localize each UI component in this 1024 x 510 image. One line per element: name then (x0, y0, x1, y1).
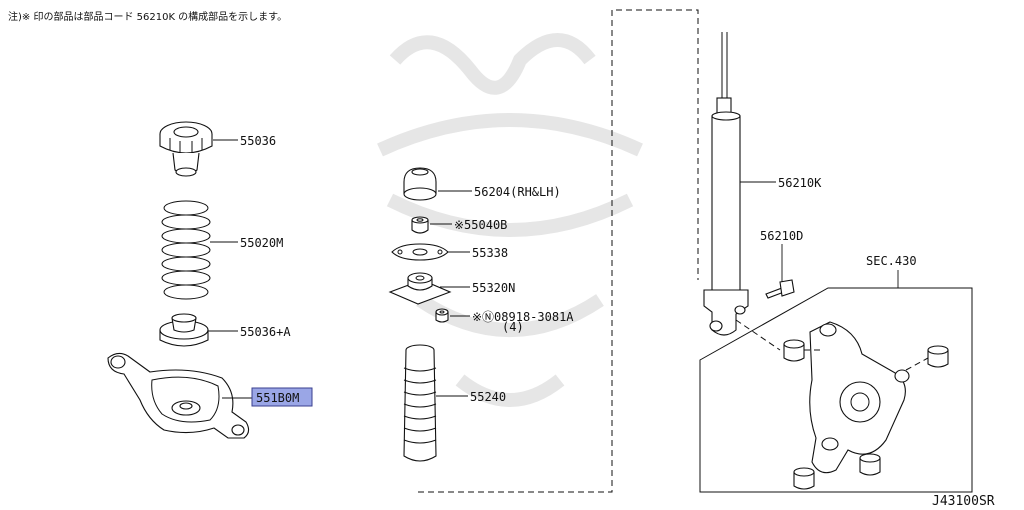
bolt-icon[interactable] (765, 279, 795, 299)
shock-absorber-icon[interactable] (703, 32, 749, 336)
bushing-icon[interactable] (783, 339, 805, 362)
bushing-icon[interactable] (793, 467, 815, 490)
bellows-boot-icon[interactable] (403, 344, 437, 462)
gasket-icon[interactable] (391, 243, 449, 261)
selected-part-highlight[interactable] (251, 387, 313, 407)
assembly-group-bracket (418, 9, 699, 493)
part-qty-08918: (4) (502, 320, 524, 334)
bushing-icon[interactable] (859, 453, 881, 476)
lower-arm-icon[interactable] (107, 352, 250, 439)
bushing-dash-line (905, 357, 929, 371)
part-label-56210d[interactable]: 56210D (760, 229, 803, 243)
part-label-08918[interactable]: ※Ⓝ08918-3081A (472, 310, 574, 324)
rear-knuckle-icon[interactable] (809, 321, 910, 474)
part-label-55036a[interactable]: 55036+A (240, 325, 291, 339)
section-430-box (699, 287, 973, 493)
part-label-56204[interactable]: 56204(RH&LH) (474, 185, 561, 199)
part-label-55240[interactable]: 55240 (470, 390, 506, 404)
parts-note: 注)※ 印の部品は部品コード 56210K の構成部品を示します。 (8, 10, 287, 23)
section-ref-430[interactable]: SEC.430 (866, 254, 917, 268)
part-label-551b0m[interactable]: 551B0M (256, 391, 299, 405)
part-label-55036[interactable]: 55036 (240, 134, 276, 148)
part-label-55338[interactable]: 55338 (472, 246, 508, 260)
part-label-55040b[interactable]: ※55040B (454, 218, 507, 232)
nut-icon[interactable] (411, 216, 429, 234)
coil-spring-icon[interactable] (161, 200, 211, 300)
strut-mount-icon[interactable] (388, 272, 452, 305)
part-label-55020m[interactable]: 55020M (240, 236, 283, 250)
bump-stop-upper-icon[interactable] (159, 121, 213, 177)
flange-nut-icon[interactable] (435, 308, 449, 323)
dust-cap-icon[interactable] (403, 167, 437, 201)
bushing-icon[interactable] (927, 345, 949, 368)
diagram-code: J43100SR (932, 494, 995, 509)
mount-dash-line (735, 319, 781, 351)
part-label-55320n[interactable]: 55320N (472, 281, 515, 295)
part-label-56210k[interactable]: 56210K (778, 176, 822, 190)
spring-seat-icon[interactable] (159, 313, 209, 347)
